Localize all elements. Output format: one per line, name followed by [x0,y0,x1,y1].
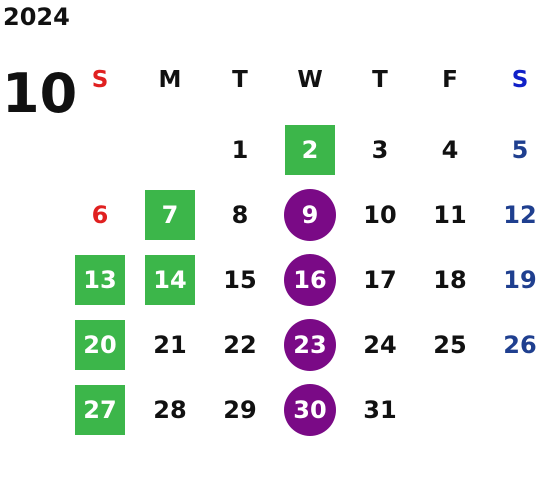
weekday-header-cell: T [345,50,415,110]
day-cell[interactable]: 18 [415,250,485,310]
day-cell[interactable]: 16 [275,250,345,310]
day-cell[interactable]: 9 [275,185,345,245]
day-number[interactable]: 1 [231,136,249,164]
weekday-label-wednesday: W [297,67,323,93]
day-cell[interactable]: 2 [275,120,345,180]
day-cell[interactable]: 29 [205,380,275,440]
day-number[interactable]: 15 [223,266,257,294]
day-number[interactable]: 29 [223,396,257,424]
weekday-header-cell: W [275,50,345,110]
day-number[interactable]: 18 [433,266,467,294]
day-cell[interactable]: 25 [415,315,485,375]
day-number-highlight-purple[interactable]: 23 [284,319,336,371]
day-cell[interactable]: 8 [205,185,275,245]
day-number[interactable]: 24 [363,331,397,359]
day-cell[interactable]: 23 [275,315,345,375]
day-cell[interactable]: 10 [345,185,415,245]
day-cell[interactable]: 11 [415,185,485,245]
day-cell[interactable]: 3 [345,120,415,180]
day-number[interactable]: 28 [153,396,187,424]
day-cell[interactable]: 30 [275,380,345,440]
day-cell[interactable]: 21 [135,315,205,375]
day-number-highlight-purple[interactable]: 9 [284,189,336,241]
day-number-highlight-green[interactable]: 7 [145,190,195,240]
weekday-label-thursday: T [372,67,388,93]
day-number[interactable]: 19 [503,266,537,294]
weekday-label-monday: M [158,67,182,93]
calendar-month: 10 [2,62,78,125]
day-cell[interactable]: 22 [205,315,275,375]
weekday-label-friday: F [442,67,458,93]
day-number-highlight-green[interactable]: 2 [285,125,335,175]
weekday-header-cell: T [205,50,275,110]
day-cell[interactable]: 31 [345,380,415,440]
day-number-highlight-green[interactable]: 14 [145,255,195,305]
day-number-highlight-green[interactable]: 13 [75,255,125,305]
day-cell[interactable]: 4 [415,120,485,180]
day-number[interactable]: 5 [511,136,529,164]
day-cell[interactable]: 12 [485,185,548,245]
day-cell[interactable]: 27 [65,380,135,440]
day-number[interactable]: 17 [363,266,397,294]
day-cell[interactable]: 1 [205,120,275,180]
day-number-highlight-purple[interactable]: 16 [284,254,336,306]
day-number[interactable]: 31 [363,396,397,424]
weekday-header-cell: S [485,50,548,110]
day-number[interactable]: 26 [503,331,537,359]
day-number[interactable]: 6 [91,201,109,229]
weekday-header-cell: M [135,50,205,110]
day-number-highlight-green[interactable]: 20 [75,320,125,370]
day-number[interactable]: 8 [231,201,249,229]
day-number-highlight-purple[interactable]: 30 [284,384,336,436]
day-number[interactable]: 12 [503,201,537,229]
day-cell[interactable]: 6 [65,185,135,245]
day-number[interactable]: 25 [433,331,467,359]
day-number[interactable]: 10 [363,201,397,229]
weekday-label-sunday: S [91,67,109,93]
day-number[interactable]: 11 [433,201,467,229]
day-number-highlight-green[interactable]: 27 [75,385,125,435]
day-cell[interactable]: 26 [485,315,548,375]
day-number[interactable]: 4 [441,136,459,164]
day-cell[interactable]: 20 [65,315,135,375]
day-number[interactable]: 22 [223,331,257,359]
day-cell[interactable]: 24 [345,315,415,375]
day-cell[interactable]: 15 [205,250,275,310]
weekday-label-tuesday: T [232,67,248,93]
day-cell[interactable]: 7 [135,185,205,245]
weekday-label-saturday: S [511,67,529,93]
weekday-header-cell: F [415,50,485,110]
weekday-header-cell: S [65,50,135,110]
day-cell[interactable]: 17 [345,250,415,310]
day-cell[interactable]: 13 [65,250,135,310]
calendar-year: 2024 [3,3,70,31]
day-cell[interactable]: 28 [135,380,205,440]
day-cell[interactable]: 14 [135,250,205,310]
day-cell[interactable]: 5 [485,120,548,180]
day-number[interactable]: 21 [153,331,187,359]
day-number[interactable]: 3 [371,136,389,164]
day-cell[interactable]: 19 [485,250,548,310]
